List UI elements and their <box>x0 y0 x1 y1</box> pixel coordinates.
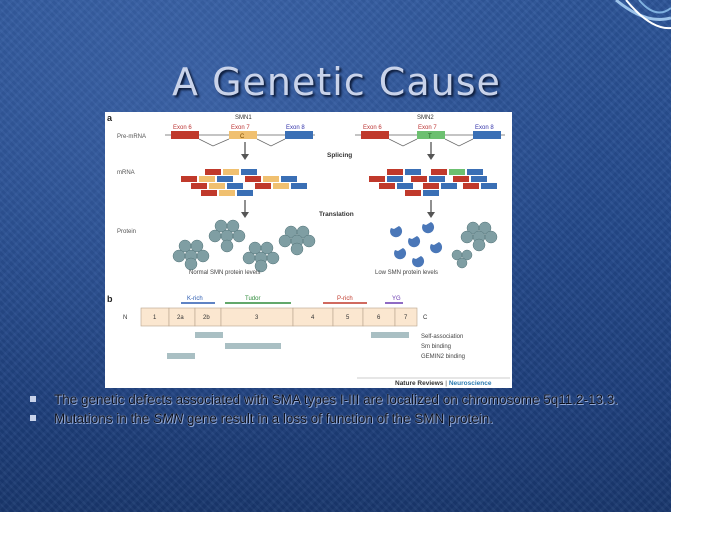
translation-label: Translation <box>319 211 354 218</box>
exon-2b: 2b <box>203 315 210 321</box>
self-association-region-a <box>195 332 223 338</box>
figure-credit: Nature Reviews | Neuroscience <box>395 380 492 387</box>
exon-7: 7 <box>404 315 408 321</box>
low-protein-clusters <box>451 221 498 269</box>
smn2-mrna-stack <box>369 169 497 196</box>
tudor-label: Tudor <box>245 296 260 302</box>
smn1-mrna-stack <box>181 169 307 196</box>
smn2-exon6-label: Exon 6 <box>363 125 382 131</box>
exon-4: 4 <box>311 315 315 321</box>
panel-b-label: b <box>107 294 113 304</box>
c-terminus: C <box>423 315 428 321</box>
bullet-marker <box>30 415 36 421</box>
credit-section: Neuroscience <box>449 380 492 387</box>
gemin2-binding-label: GEMIN2 binding <box>421 354 465 360</box>
exon-6: 6 <box>377 315 381 321</box>
smn2-exon8-label: Exon 8 <box>475 125 494 131</box>
smn1-exon6 <box>171 131 199 139</box>
slide: A Genetic Cause a SMN1 SMN2 Pre-mRNA mRN… <box>0 0 671 512</box>
sm-binding-region <box>225 343 281 349</box>
row-mrna: mRNA <box>117 170 135 176</box>
normal-levels-label: Normal SMN protein levels <box>189 270 260 276</box>
splicing-label: Splicing <box>327 152 352 159</box>
normal-protein-clusters <box>172 219 316 273</box>
exon-1: 1 <box>153 315 157 321</box>
smn1-exon7 <box>229 131 257 139</box>
bullet-marker <box>30 396 36 402</box>
n-terminus: N <box>123 315 127 321</box>
exon-2a: 2a <box>177 315 184 321</box>
smn-gene-figure: a SMN1 SMN2 Pre-mRNA mRNA Protein Exon 6… <box>105 112 512 388</box>
smn1-exon8 <box>285 131 313 139</box>
exon-3: 3 <box>255 315 259 321</box>
smn1-exon7-label: Exon 7 <box>231 125 250 131</box>
exon-5: 5 <box>346 315 350 321</box>
smn1-c-mark: C <box>240 134 245 140</box>
credit-journal: Nature Reviews <box>395 380 444 387</box>
row-protein: Protein <box>117 229 136 235</box>
corner-decoration <box>615 0 671 30</box>
bullet-list: The genetic defects associated with SMA … <box>30 392 630 430</box>
bullet-text-after: gene result in a loss of function of the… <box>183 411 493 426</box>
panel-a-label: a <box>107 113 113 123</box>
smn2-t-mark: T <box>428 134 432 140</box>
gene2-label: SMN2 <box>417 115 434 121</box>
truncated-protein-fragments <box>390 222 443 268</box>
smn2-exon7 <box>417 131 445 139</box>
bullet-text-before: Mutations in the <box>54 411 154 426</box>
p-rich-label: P-rich <box>337 296 353 302</box>
bullet-text: The genetic defects associated with SMA … <box>54 392 619 407</box>
gene-name: SMN <box>153 411 184 426</box>
smn2-exon8 <box>473 131 501 139</box>
slide-title: A Genetic Cause <box>172 60 501 104</box>
bullet-item: Mutations in the SMN gene result in a lo… <box>30 411 630 426</box>
smn1-exon6-label: Exon 6 <box>173 125 192 131</box>
smn2-exon6 <box>361 131 389 139</box>
row-pre-mrna: Pre-mRNA <box>117 134 146 140</box>
k-rich-label: K-rich <box>187 296 203 302</box>
self-association-region-b <box>371 332 409 338</box>
yg-label: YG <box>392 296 401 302</box>
smn1-exon8-label: Exon 8 <box>286 125 305 131</box>
smn2-exon7-label: Exon 7 <box>418 125 437 131</box>
bullet-item: The genetic defects associated with SMA … <box>30 392 630 407</box>
low-levels-label: Low SMN protein levels <box>375 270 438 276</box>
gene1-label: SMN1 <box>235 115 252 121</box>
exon-bar <box>140 307 418 327</box>
self-association-label: Self-association <box>421 334 463 340</box>
gemin2-binding-region <box>167 353 195 359</box>
sm-binding-label: Sm binding <box>421 344 451 350</box>
